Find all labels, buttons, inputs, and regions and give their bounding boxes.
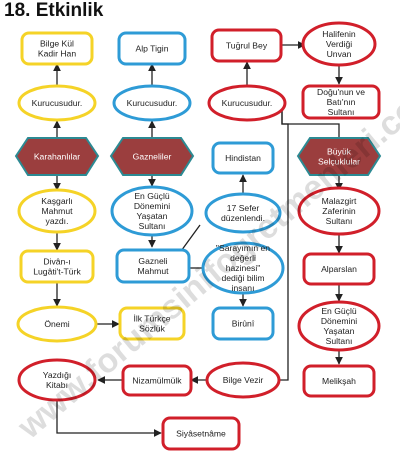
node-onemi: Önemi — [16, 305, 98, 343]
node-siyasetname: Siyâsetnâme — [161, 416, 241, 451]
node-label: Önemi — [44, 319, 69, 329]
node-meliksah: Melikşah — [302, 364, 376, 398]
node-gazneliler: Gazneliler — [109, 137, 195, 176]
node-biruni: Birûnî — [211, 306, 275, 341]
node-label: Alparslan — [321, 264, 357, 274]
node-label: Karahanlılar — [34, 152, 80, 162]
arrow-yazdigi-to-siyasetname — [56, 400, 162, 437]
node-hindistan: Hindistan — [211, 141, 275, 175]
node-label: Alp Tigin — [136, 44, 169, 54]
node-label: Kurucusudur. — [127, 98, 178, 108]
line-kurucu3-to-vezir — [270, 101, 289, 381]
node-kurucu-2: Kurucusudur. — [112, 84, 192, 122]
node-label: Melikşah — [322, 376, 356, 386]
node-kurucu-1: Kurucusudur. — [17, 84, 97, 122]
node-label: Hindistan — [225, 153, 261, 163]
node-karahanlilar: Karahanlılar — [14, 137, 100, 176]
node-label: Bilge Vezir — [223, 375, 264, 385]
node-alparslan: Alparslan — [302, 252, 376, 286]
node-label: Gazneliler — [133, 152, 172, 162]
node-label: Kurucusudur. — [222, 98, 273, 108]
node-alp-tigin: Alp Tigin — [117, 31, 187, 66]
node-tugrul: Tuğrul Bey — [210, 28, 283, 63]
node-bilge-vezir: Bilge Vezir — [205, 361, 281, 399]
page-title: 18. Etkinlik — [4, 0, 104, 21]
node-label: Birûnî — [232, 319, 255, 329]
node-label: Kurucusudur. — [32, 98, 83, 108]
node-kurucu-3: Kurucusudur. — [207, 84, 287, 122]
node-label: Siyâsetnâme — [176, 429, 226, 439]
node-label: Tuğrul Bey — [226, 41, 268, 51]
node-label: Nizamülmülk — [132, 376, 182, 386]
node-nizamulmulk: Nizamülmülk — [121, 364, 193, 397]
